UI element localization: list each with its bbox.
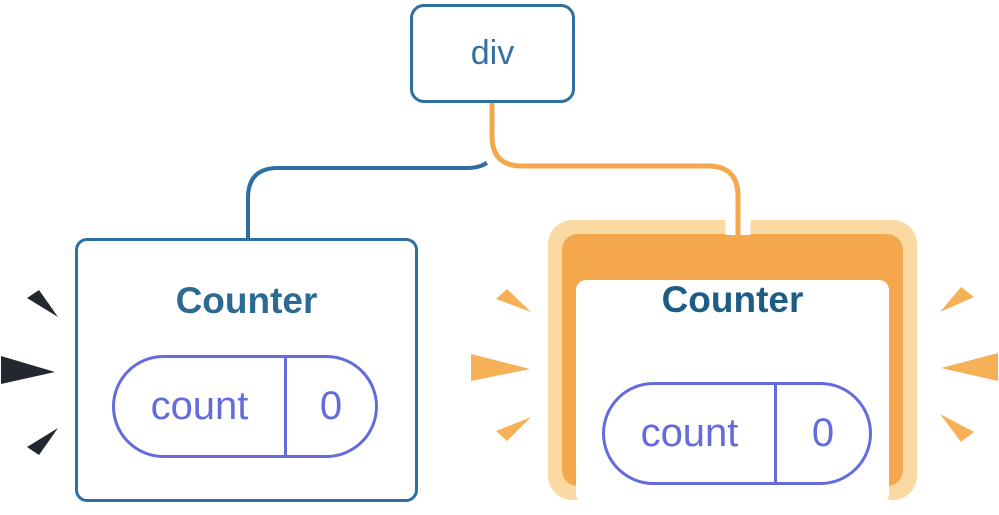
edge-div-to-right-counter xyxy=(489,101,741,244)
counter-left-title: Counter xyxy=(175,280,318,321)
spark-icon xyxy=(941,353,998,381)
spark-icon xyxy=(27,290,58,317)
counter-right-state-pill: count 0 xyxy=(602,382,872,485)
counter-card-left: Counter count 0 xyxy=(75,238,418,502)
counter-card-right-glow: Counter count 0 xyxy=(548,220,917,504)
spark-icon xyxy=(940,414,974,442)
counter-right-title: Counter xyxy=(661,279,804,320)
node-div: div xyxy=(410,4,575,103)
spark-icon xyxy=(496,289,531,312)
spark-icon xyxy=(27,428,58,455)
counter-left-state-pill: count 0 xyxy=(112,355,378,458)
spark-icon xyxy=(496,417,531,441)
sparks-right-counter-left-side xyxy=(471,289,531,441)
state-value: 0 xyxy=(319,384,343,428)
node-div-label: div xyxy=(470,34,515,72)
spark-icon xyxy=(940,287,974,312)
counter-card-right-border: Counter count 0 xyxy=(562,234,903,504)
state-key-label: count xyxy=(115,358,287,455)
sparks-right-counter-right-side xyxy=(940,287,998,442)
edge-div-to-left-counter xyxy=(246,101,499,242)
state-value: 0 xyxy=(811,411,835,455)
state-key-label: count xyxy=(605,385,777,482)
spark-icon xyxy=(471,354,530,381)
spark-icon xyxy=(1,356,55,384)
sparks-left-counter xyxy=(1,290,58,455)
counter-card-right: Counter count 0 xyxy=(576,280,889,504)
